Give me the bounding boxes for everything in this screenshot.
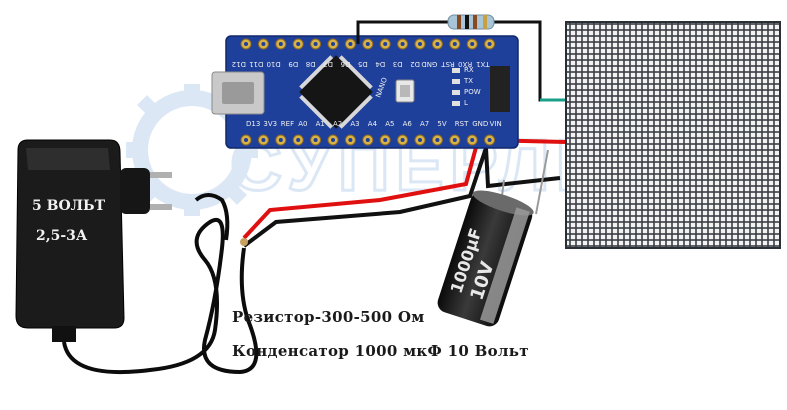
pin-hole xyxy=(313,138,318,142)
pin-label: A2 xyxy=(333,120,342,128)
adapter-label-voltage: 5 ВОЛЬТ xyxy=(32,198,106,214)
pin-label: RX0 xyxy=(458,60,472,68)
pin-label: D4 xyxy=(375,60,385,68)
pin-hole xyxy=(487,138,492,142)
status-led xyxy=(452,101,460,106)
pin-label: A1 xyxy=(316,120,325,128)
status-led xyxy=(452,90,460,95)
pin-label: REF xyxy=(281,120,294,128)
pin-hole xyxy=(383,138,388,142)
pin-hole xyxy=(348,138,353,142)
pin-hole xyxy=(470,138,475,142)
pin-hole xyxy=(470,42,475,46)
pin-label: D6 xyxy=(340,60,350,68)
wire-joint xyxy=(240,238,248,246)
pin-hole xyxy=(278,42,283,46)
pin-hole xyxy=(487,42,492,46)
pin-label: A3 xyxy=(350,120,359,128)
pin-hole xyxy=(278,138,283,142)
adapter-cable xyxy=(62,217,259,375)
pin-hole xyxy=(296,138,301,142)
pin-label: D8 xyxy=(306,60,316,68)
microcontroller-chip xyxy=(299,55,373,129)
status-led-label: RX xyxy=(464,66,474,74)
status-led-label: L xyxy=(464,99,468,107)
pin-hole xyxy=(435,42,440,46)
pin-hole xyxy=(331,42,335,46)
pin-label: RST xyxy=(440,60,454,68)
pin-hole xyxy=(244,138,248,142)
pin-label: 3V3 xyxy=(263,120,277,128)
pin-label: VIN xyxy=(490,120,502,128)
pin-hole xyxy=(261,42,266,46)
power-adapter: 5 ВОЛЬТ 2,5-3А xyxy=(15,139,259,375)
pin-label: D7 xyxy=(323,60,333,68)
pin-label: D11 xyxy=(249,60,263,68)
status-leds: RX TX POW L xyxy=(452,66,481,107)
pin-hole xyxy=(418,138,422,142)
pin-hole xyxy=(296,42,301,46)
pin-label: A5 xyxy=(385,120,394,128)
wire-data xyxy=(356,20,448,44)
pin-label: TX1 xyxy=(476,60,491,68)
pin-label: RST xyxy=(455,120,469,128)
status-led-label: TX xyxy=(463,77,473,85)
pin-label: A7 xyxy=(420,120,429,128)
led-matrix-panel xyxy=(565,21,781,249)
data-line xyxy=(356,14,566,102)
pin-hole xyxy=(348,42,353,46)
pin-label: GND xyxy=(421,60,437,68)
pin-label: D13 xyxy=(246,120,260,128)
adapter-label-current: 2,5-3А xyxy=(36,228,88,244)
pin-label: D2 xyxy=(410,60,420,68)
pin-hole xyxy=(418,42,422,46)
pin-hole xyxy=(383,42,388,46)
status-led-label: POW xyxy=(464,88,481,96)
pin-label: 5V xyxy=(437,120,446,128)
pin-hole xyxy=(435,138,440,142)
pin-hole xyxy=(400,42,405,46)
pin-hole xyxy=(244,42,248,46)
caption-resistor: Резистор-300-500 Ом xyxy=(232,308,425,326)
pin-label: D9 xyxy=(288,60,298,68)
pin-label: D3 xyxy=(393,60,403,68)
pin-hole xyxy=(365,42,370,46)
pin-hole xyxy=(365,138,370,142)
pin-hole xyxy=(331,138,335,142)
icsp-header xyxy=(490,66,510,112)
pin-label: D10 xyxy=(266,60,280,68)
pin-label: GND xyxy=(472,120,488,128)
pin-hole xyxy=(261,138,266,142)
pin-hole xyxy=(400,138,405,142)
pin-label: D5 xyxy=(358,60,368,68)
pin-hole xyxy=(452,138,457,142)
pin-label: A4 xyxy=(368,120,378,128)
pin-hole xyxy=(452,42,457,46)
status-led xyxy=(452,68,460,73)
pin-hole xyxy=(313,42,318,46)
pin-label: A6 xyxy=(403,120,413,128)
resistor xyxy=(447,14,495,30)
wire-black-ground xyxy=(242,147,561,248)
pin-label: D12 xyxy=(232,60,246,68)
status-led xyxy=(452,79,460,84)
pin-label: A0 xyxy=(298,120,307,128)
caption-capacitor: Конденсатор 1000 мкФ 10 Вольт xyxy=(232,342,529,360)
